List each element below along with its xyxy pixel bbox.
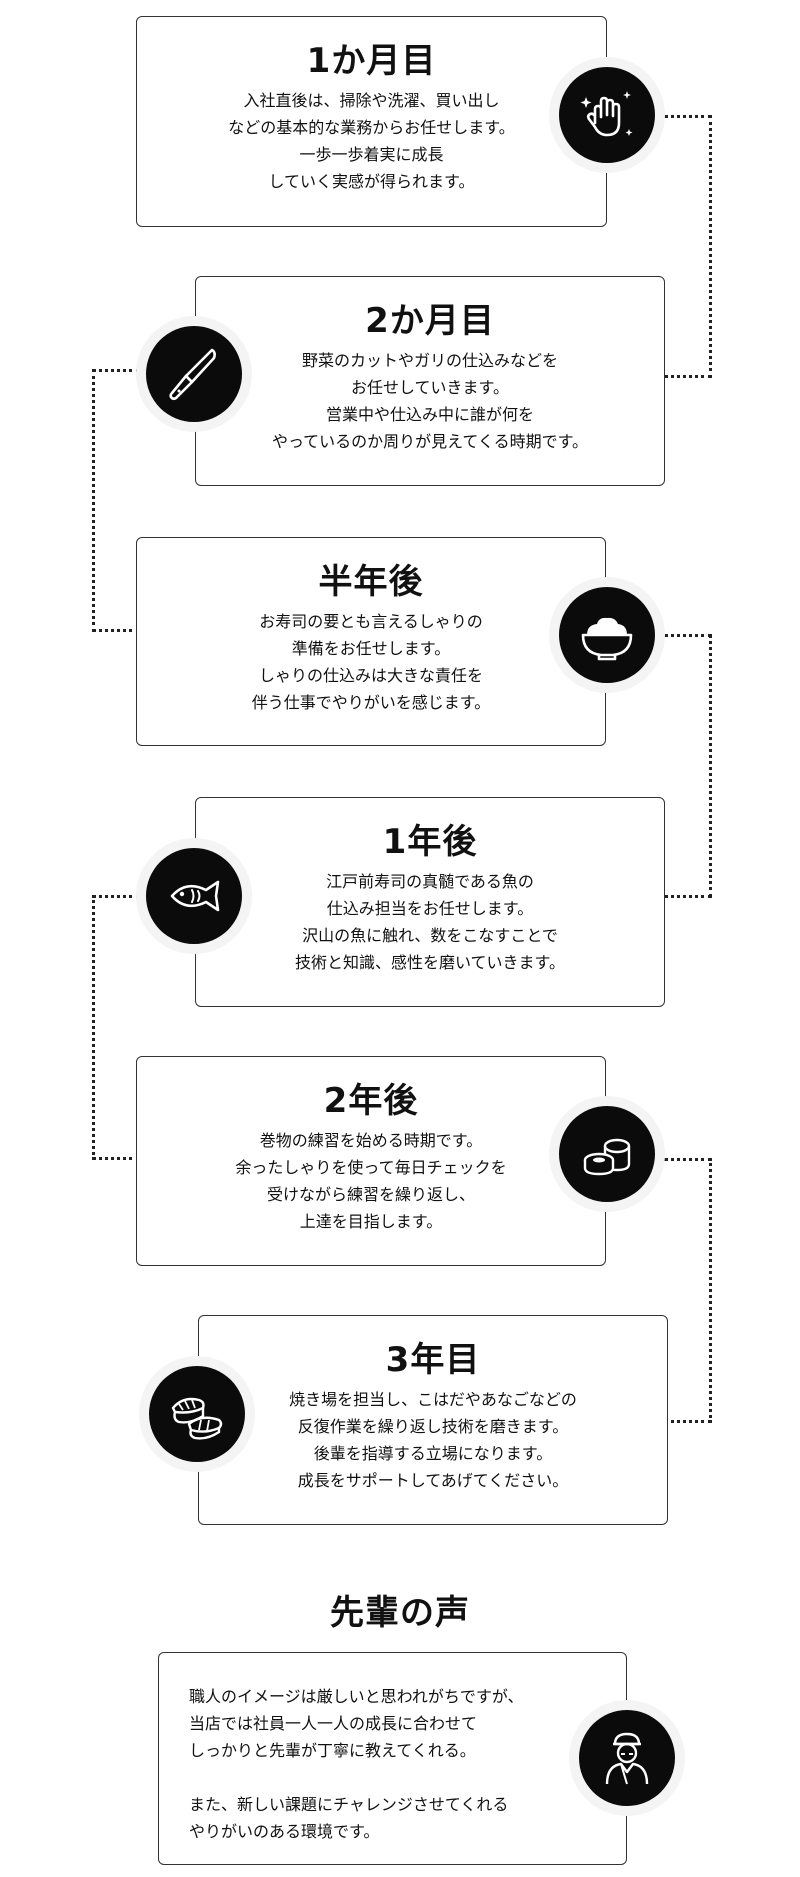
connector-5-6 — [664, 1158, 712, 1423]
step-description-line: 野菜のカットやガリの仕込みなどを — [301, 351, 558, 370]
step-icon-badge-6 — [139, 1356, 255, 1472]
connector-4-5 — [92, 895, 140, 1160]
step-description-line: しゃりの仕込みは大きな責任を — [258, 666, 483, 685]
step-card-6: 3年目 焼き場を担当し、こはだやあなごなどの 反復作業を繰り返し技術を磨きます。… — [198, 1315, 668, 1525]
step-title: 2か月目 — [365, 301, 495, 341]
step-title: 1か月目 — [306, 41, 437, 81]
step-card-3: 半年後 お寿司の要とも言えるしゃりの 準備をお任せします。 しゃりの仕込みは大き… — [136, 537, 606, 746]
step-icon-badge-5 — [549, 1096, 665, 1212]
step-description-line: 受けながら練習を繰り返し、 — [266, 1185, 475, 1204]
step-title: 2年後 — [323, 1081, 419, 1121]
senior-voice-card: 職人のイメージは厳しいと思われがちですが、 当店では社員一人一人の成長に合わせて… — [158, 1652, 627, 1865]
step-icon-badge-3 — [549, 577, 665, 693]
voice-line: 職人のイメージは厳しいと思われがちですが、 — [189, 1687, 524, 1706]
step-title: 3年目 — [385, 1340, 481, 1380]
step-title: 1年後 — [382, 822, 478, 862]
step-description-line: 技術と知識、感性を磨いていきます。 — [295, 953, 565, 972]
step-card-1: 1か月目 入社直後は、掃除や洗濯、買い出し などの基本的な業務からお任せします。… — [136, 16, 607, 227]
step-description-line: 沢山の魚に触れ、数をこなすことで — [302, 926, 558, 945]
nigiri-sushi-icon — [149, 1366, 245, 1462]
step-description-line: 巻物の練習を始める時期です。 — [259, 1131, 483, 1150]
step-description: お寿司の要とも言えるしゃりの 準備をお任せします。 しゃりの仕込みは大きな責任を… — [137, 608, 605, 716]
voice-line — [189, 1764, 626, 1791]
senior-voice-heading: 先輩の声 — [330, 1593, 470, 1633]
step-description-line: 営業中や仕込み中に誰が何を — [325, 405, 534, 424]
connector-2-3 — [92, 369, 140, 632]
step-description-line: 余ったしゃりを使って毎日チェックを — [235, 1158, 507, 1177]
step-title: 半年後 — [318, 562, 424, 602]
step-description: 野菜のカットやガリの仕込みなどを お任せしていきます。 営業中や仕込み中に誰が何… — [196, 347, 664, 455]
step-icon-badge-4 — [136, 838, 252, 954]
step-description-line: 準備をお任せします。 — [291, 639, 451, 658]
step-description-line: 江戸前寿司の真髄である魚の — [326, 872, 534, 891]
sushi-chef-icon — [579, 1710, 675, 1806]
step-description: 焼き場を担当し、こはだやあなごなどの 反復作業を繰り返し技術を磨きます。 後輩を… — [199, 1386, 667, 1494]
step-description-line: 反復作業を繰り返し技術を磨きます。 — [297, 1417, 569, 1436]
voice-line: やりがいのある環境です。 — [189, 1822, 380, 1841]
step-description: 江戸前寿司の真髄である魚の 仕込み担当をお任せします。 沢山の魚に触れ、数をこな… — [196, 868, 664, 976]
step-description-line: 伴う仕事でやりがいを感じます。 — [251, 693, 491, 712]
step-card-4: 1年後 江戸前寿司の真髄である魚の 仕込み担当をお任せします。 沢山の魚に触れ、… — [195, 797, 665, 1007]
step-description-line: 仕込み担当をお任せします。 — [326, 899, 534, 918]
connector-3-4 — [664, 634, 712, 898]
step-description-line: していく実感が得られます。 — [268, 172, 475, 191]
step-description-line: 上達を目指します。 — [299, 1212, 443, 1231]
voice-line: また、新しい課題にチャレンジさせてくれる — [189, 1795, 509, 1814]
step-description-line: 後輩を指導する立場になります。 — [313, 1444, 553, 1463]
sushi-roll-icon — [559, 1106, 655, 1202]
step-description-line: やっているのか周りが見えてくる時期です。 — [271, 432, 588, 451]
step-description: 巻物の練習を始める時期です。 余ったしゃりを使って毎日チェックを 受けながら練習… — [137, 1127, 605, 1235]
step-description-line: 焼き場を担当し、こはだやあなごなどの — [289, 1390, 577, 1409]
hand-washing-icon — [559, 67, 655, 163]
step-icon-badge-1 — [549, 57, 665, 173]
step-card-2: 2か月目 野菜のカットやガリの仕込みなどを お任せしていきます。 営業中や仕込み… — [195, 276, 665, 486]
rice-bowl-icon — [559, 587, 655, 683]
fish-icon — [146, 848, 242, 944]
senior-icon-badge — [569, 1700, 685, 1816]
step-description-line: お任せしていきます。 — [351, 378, 509, 397]
step-description-line: 一歩一歩着実に成長 — [299, 145, 444, 164]
step-icon-badge-2 — [136, 316, 252, 432]
step-card-5: 2年後 巻物の練習を始める時期です。 余ったしゃりを使って毎日チェックを 受けな… — [136, 1056, 606, 1266]
knife-icon — [146, 326, 242, 422]
step-description: 入社直後は、掃除や洗濯、買い出し などの基本的な業務からお任せします。 一歩一歩… — [137, 87, 606, 195]
step-description-line: お寿司の要とも言えるしゃりの — [259, 612, 483, 631]
voice-line: 当店では社員一人一人の成長に合わせて — [189, 1714, 478, 1733]
step-description-line: 入社直後は、掃除や洗濯、買い出し — [243, 91, 500, 110]
connector-1-2 — [664, 115, 712, 378]
step-description-line: などの基本的な業務からお任せします。 — [228, 118, 515, 137]
step-description-line: 成長をサポートしてあげてください。 — [297, 1471, 569, 1490]
voice-line: しっかりと先輩が丁寧に教えてくれる。 — [189, 1741, 476, 1760]
